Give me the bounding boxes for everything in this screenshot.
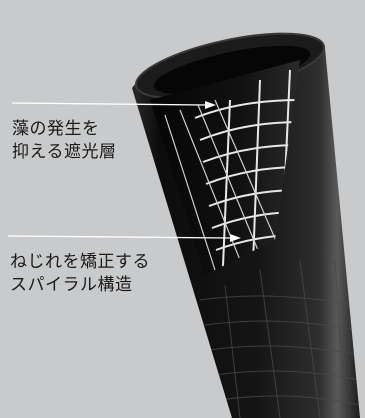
callout-2-line-2: スパイラル構造: [10, 275, 133, 295]
callout-1-line-1: 藻の発生を: [12, 119, 100, 139]
callout-light-shielding-layer: 藻の発生を 抑える遮光層: [12, 118, 117, 164]
leader-lines: [7, 101, 241, 242]
outer-spiral-lines: [199, 259, 360, 418]
inner-cutaway: [150, 60, 300, 275]
callout-2-line-1: ねじれを矯正する: [10, 252, 150, 272]
callout-1-line-2: 抑える遮光層: [12, 142, 117, 162]
callout-spiral-structure: ねじれを矯正する スパイラル構造: [10, 251, 150, 297]
